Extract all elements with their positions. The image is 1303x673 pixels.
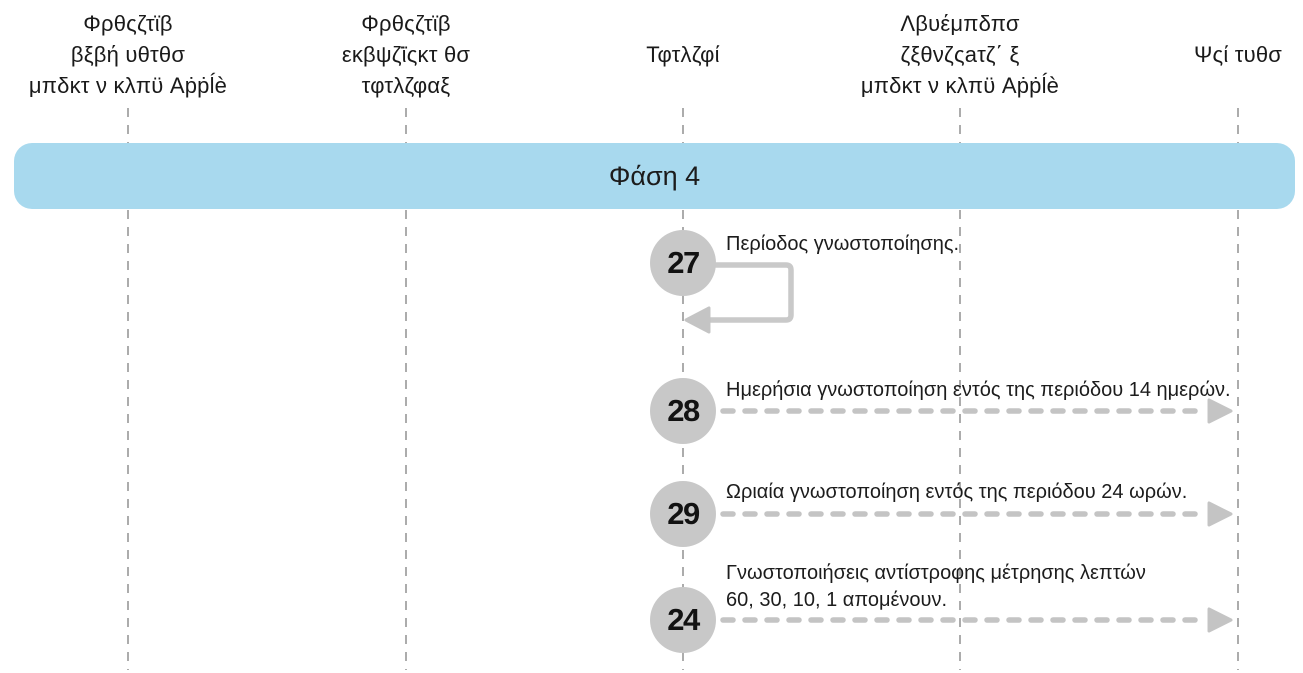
column-header-1: Φρθςζτϊβ βξβή υθτθσ μπδκτ ν κλπϋ Aṗṗĺè <box>0 6 278 102</box>
column-header-line: Τφτλζφί <box>646 41 720 67</box>
self-loop-arrow <box>698 262 794 323</box>
step-circle-27: 27 <box>650 230 716 296</box>
column-header-4: Λβυέμπδπσ ζξθνζςaτζ΄ ξ μπδκτ ν κλπϋ Aṗṗĺ… <box>800 6 1120 102</box>
column-header-line: Φρθςζτϊβ <box>361 10 451 36</box>
event-label-29: Ωριαία γνωστοποίηση εντός της περιόδου 2… <box>726 481 1188 503</box>
step-circle-28: 28 <box>650 378 716 444</box>
step-number: 28 <box>667 393 700 428</box>
step-circle-24: 24 <box>650 587 716 653</box>
column-header-line: τφτλζφαξ <box>361 72 451 98</box>
column-header-2: Φρθςζτϊβ εκβψζ̈ϊςκτ θσ τφτλζφαξ <box>256 6 556 102</box>
column-header-3: Τφτλζφί <box>563 6 803 102</box>
phase-banner: Φάση 4 <box>14 143 1295 209</box>
column-header-line: ζξθνζςaτζ΄ ξ <box>900 41 1020 67</box>
step-number: 29 <box>667 496 700 531</box>
arrowhead-24-icon <box>1207 607 1233 633</box>
column-header-line: Ψςί τυθσ <box>1193 41 1283 67</box>
step-number: 24 <box>667 602 700 637</box>
step-number: 27 <box>667 245 700 280</box>
column-header-line: εκβψζ̈ϊςκτ θσ <box>341 41 471 67</box>
phase-banner-label: Φάση 4 <box>608 160 701 191</box>
self-loop-arrowhead-icon <box>684 306 711 334</box>
column-header-line: μπδκτ ν κλπϋ Aṗṗĺè <box>28 72 228 98</box>
step-circle-29: 29 <box>650 481 716 547</box>
event-label-28: Ημερήσια γνωστοποίηση εντός της περιόδου… <box>726 379 1231 401</box>
column-header-5: Ψςί τυθσ <box>1118 6 1303 102</box>
column-header-line: Λβυέμπδπσ <box>900 10 1020 36</box>
arrowhead-29-icon <box>1207 501 1233 527</box>
arrowhead-28-icon <box>1207 398 1233 424</box>
column-header-line: Φρθςζτϊβ <box>83 10 173 36</box>
event-label-24: Γνωστοποιήσεις αντίστροφης μέτρησης λεπτ… <box>726 562 1146 611</box>
column-header-line: βξβή υθτθσ <box>70 41 186 67</box>
event-label-27: Περίοδος γνωστοποίησης. <box>726 233 960 255</box>
column-header-line: μπδκτ ν κλπϋ Aṗṗĺè <box>860 72 1060 98</box>
